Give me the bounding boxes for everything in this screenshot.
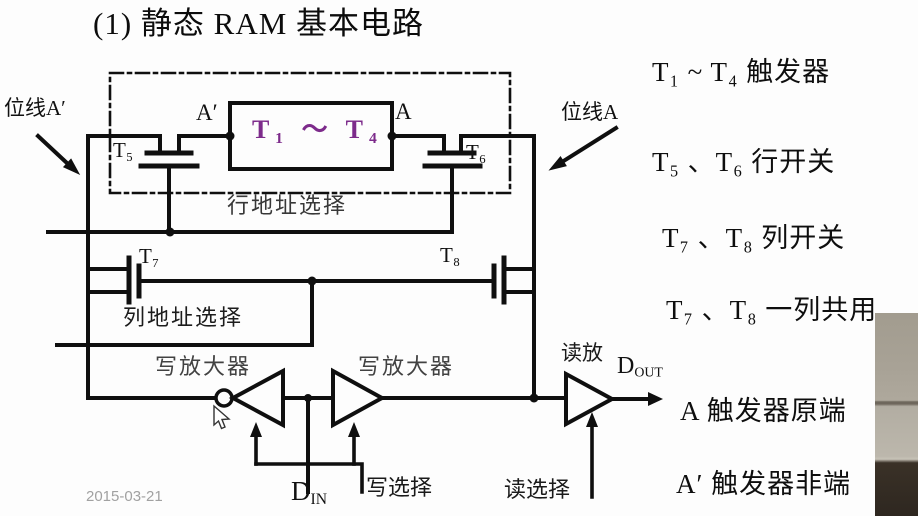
din-label: DIN — [291, 476, 328, 508]
dout-base: D — [617, 353, 635, 379]
page-title: (1) 静态 RAM 基本电路 — [93, 6, 425, 41]
read-amplifier — [564, 370, 617, 428]
legend-item-t5-t6: T₅ 、T₆ 行开关 — [652, 147, 836, 177]
t8-label: T₈ — [440, 243, 461, 267]
legend-item-t1-t4: T₁ ~ T₄ 触发器 — [652, 57, 831, 87]
t7-label: T₇ — [139, 244, 160, 268]
write-amplifier-left — [214, 367, 285, 429]
write-amplifier-right — [331, 367, 387, 429]
bitline-a-label: 位线A — [561, 100, 619, 124]
legend-item-t7-t8-shared: T₇ 、T₈ 一列共用 — [666, 295, 878, 325]
dout-label: DOUT — [617, 353, 663, 381]
date-stamp: 2015-03-21 — [86, 488, 163, 505]
column-address-select-label: 列地址选择 — [123, 305, 244, 330]
din-base: D — [291, 476, 311, 506]
legend-item-a-terminal: A 触发器原端 — [680, 396, 847, 426]
dout-subscript: OUT — [634, 365, 663, 381]
write-select-label: 写选择 — [366, 475, 433, 500]
t5-label: T₅ — [113, 138, 134, 162]
node-a-prime-label: A′ — [196, 100, 218, 125]
transistor-t5 — [86, 134, 232, 234]
din-subscript: IN — [310, 490, 328, 508]
video-overlay-corner — [875, 313, 918, 516]
read-select-wire — [586, 412, 598, 499]
transistor-t8 — [491, 255, 536, 305]
cell-boundary-dashdot-box — [108, 71, 512, 195]
write-amplifier-left-label: 写放大器 — [155, 354, 252, 379]
row-address-select-label: 行地址选择 — [227, 193, 348, 218]
dout-arrowhead-icon — [648, 392, 663, 406]
read-amplifier-label: 读放 — [561, 341, 603, 365]
bitline-a-prime-label: 位线A′ — [4, 96, 66, 120]
mouse-cursor — [213, 404, 231, 430]
legend-item-a-prime-terminal: A′ 触发器非端 — [676, 469, 852, 499]
junction-dots — [165, 131, 539, 403]
read-select-label: 读选择 — [504, 477, 571, 502]
bitline-a-prime-arrow-icon — [35, 133, 81, 176]
legend-item-t7-t8-column: T₇ 、T₈ 列开关 — [662, 223, 846, 253]
write-select-wires — [250, 422, 364, 494]
transistor-t6 — [390, 134, 536, 234]
flipflop-cell-box — [228, 101, 394, 171]
write-amplifier-right-label: 写放大器 — [358, 354, 455, 379]
transistor-t7 — [86, 255, 142, 305]
node-a-label: A — [395, 99, 412, 124]
bitline-a-arrow-icon — [548, 125, 619, 171]
flipflop-cell-label: T₁ ～ T₄ — [252, 115, 383, 144]
t6-label: T₆ — [466, 140, 487, 164]
